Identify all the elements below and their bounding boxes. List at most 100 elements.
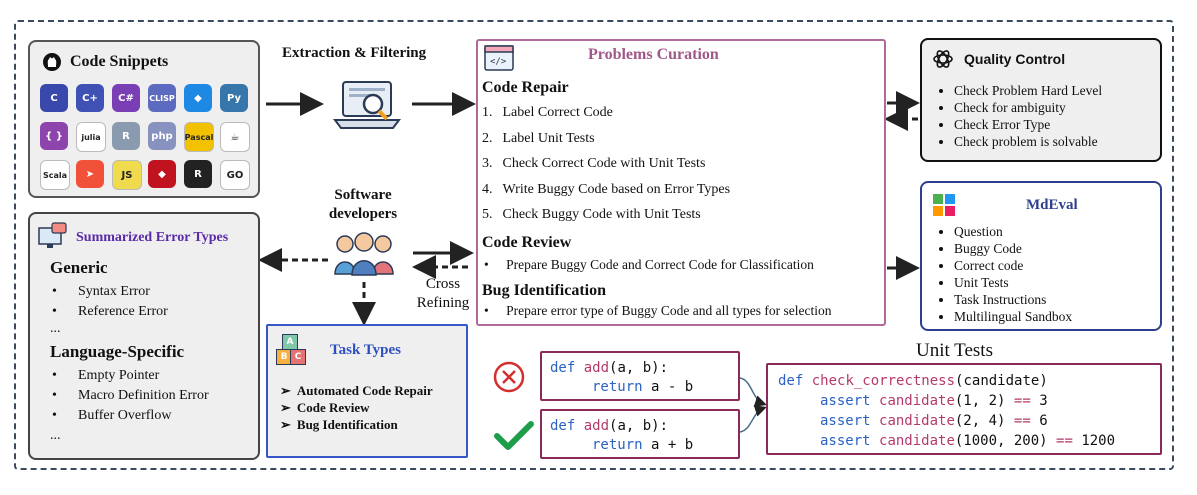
task-badge: A [282, 334, 298, 350]
clisp-icon: CLISP [148, 84, 176, 112]
cross-refining-line2: Refining [416, 295, 470, 311]
developers-label: Software developers [318, 186, 408, 224]
openai-icon [933, 50, 953, 68]
pascal-icon: Pascal [184, 122, 214, 152]
mdeval-item: Question [954, 223, 1072, 240]
arrow-correct-to-tests [739, 405, 767, 433]
assert-line: assert candidate(2, 4) == 6 [820, 413, 1048, 429]
code-repair-item: 2.Label Unit Tests [482, 130, 595, 146]
error-types-box: Summarized Error Types Generic •Syntax E… [28, 212, 260, 460]
c-icon: C [40, 84, 68, 112]
generic-heading: Generic [50, 258, 108, 277]
code-review-item: • Prepare Buggy Code and Correct Code fo… [484, 257, 814, 272]
cross-refining-label: Cross Refining [410, 275, 476, 313]
problems-curation-box: </> Problems Curation Code Repair 1.Labe… [476, 39, 886, 326]
unit-tests-box: def check_correctness(candidate) assert … [766, 363, 1162, 455]
developers-icon [334, 232, 394, 276]
generic-ellipsis: ... [50, 321, 61, 336]
puzzle-icon [933, 194, 955, 216]
problems-curation-title: Problems Curation [588, 46, 719, 63]
ruby-icon: ◆ [148, 160, 176, 188]
unit-tests-def-line: def check_correctness(candidate) [778, 373, 1048, 389]
monitor-chat-icon [38, 222, 67, 248]
developers-label-line2: developers [328, 206, 398, 222]
php-icon: php [148, 122, 176, 150]
mdeval-title: MdEval [1026, 197, 1078, 213]
mdeval-item: Buggy Code [954, 240, 1072, 257]
github-icon [43, 53, 61, 71]
rust-icon: R [184, 160, 212, 188]
buggy-code-box: def add(a, b): return a - b [540, 351, 740, 401]
correct-code-box: def add(a, b): return a + b [540, 409, 740, 459]
svg-text:</>: </> [490, 57, 507, 67]
quality-control-item: Check problem is solvable [954, 133, 1102, 150]
code-repair-item: 4.Write Buggy Code based on Error Types [482, 181, 731, 197]
mdeval-item: Correct code [954, 257, 1072, 274]
go-icon: GO [220, 160, 250, 190]
json-icon: { } [40, 122, 68, 150]
mdeval-item: Task Instructions [954, 291, 1072, 308]
task-types-list: ➢Automated Code Repair ➢Code Review ➢Bug I… [280, 382, 433, 433]
developers-label-line1: Software [334, 187, 392, 203]
specific-error-item: •Macro Definition Error [52, 388, 209, 403]
quality-control-item: Check Error Type [954, 116, 1102, 133]
task-type-item: ➢Automated Code Repair [280, 383, 433, 398]
task-types-title: Task Types [330, 342, 402, 358]
quality-control-title: Quality Control [964, 51, 1066, 67]
generic-error-list: •Syntax Error •Reference Error [52, 282, 168, 322]
dart-icon: ◆ [184, 84, 212, 112]
error-types-title: Summarized Error Types [76, 230, 229, 245]
julia-icon: julia [76, 122, 106, 152]
language-specific-heading: Language-Specific [50, 342, 185, 361]
java-icon: ☕ [220, 122, 250, 152]
mdeval-list: QuestionBuggy CodeCorrect codeUnit Tests… [936, 223, 1072, 325]
correct-check-icon [494, 421, 534, 450]
code-window-icon: </> [484, 45, 514, 71]
bug-identification-heading: Bug Identification [482, 282, 607, 299]
unit-tests-title: Unit Tests [916, 340, 993, 361]
mdeval-item: Unit Tests [954, 274, 1072, 291]
assert-line: assert candidate(1000, 200) == 1200 [820, 433, 1116, 449]
specific-error-item: •Buffer Overflow [52, 408, 172, 423]
quality-control-list: Check Problem Hard LevelCheck for ambigu… [936, 82, 1102, 150]
extraction-label: Extraction & Filtering [282, 45, 427, 61]
buggy-code-line1: def add(a, b): [550, 360, 669, 376]
quality-control-item: Check Problem Hard Level [954, 82, 1102, 99]
buggy-code-line2: return a - b [592, 379, 694, 395]
code-review-heading: Code Review [482, 234, 572, 251]
code-snippets-title: Code Snippets [70, 53, 169, 70]
code-review-text: Prepare Buggy Code and Correct Code for … [506, 257, 814, 272]
generic-error-item: •Reference Error [52, 304, 168, 319]
outer-dashed-frame [14, 20, 1174, 470]
bug-identification-text: Prepare error type of Buggy Code and all… [506, 303, 832, 318]
csharp-icon: C# [112, 84, 140, 112]
specific-ellipsis: ... [50, 428, 61, 443]
generic-error-item: •Syntax Error [52, 284, 150, 299]
swift-icon: ➤ [76, 160, 104, 188]
js-icon: JS [112, 160, 142, 190]
arrow-buggy-to-tests [739, 377, 767, 407]
task-badge: C [290, 349, 306, 365]
scala-icon: Scala [40, 160, 70, 190]
laptop-search-icon [333, 81, 401, 129]
bug-identification-item: • Prepare error type of Buggy Code and a… [484, 303, 832, 318]
code-repair-item: 1.Label Correct Code [482, 105, 613, 120]
code-repair-item: 5.Check Buggy Code with Unit Tests [482, 207, 701, 222]
code-repair-heading: Code Repair [482, 79, 569, 96]
task-type-item: ➢Bug Identification [280, 417, 398, 432]
mdeval-box: MdEval QuestionBuggy CodeCorrect codeUni… [920, 181, 1162, 331]
correct-code-line1: def add(a, b): [550, 418, 669, 434]
correct-code-line2: return a + b [592, 437, 694, 453]
cpp-icon: C+ [76, 84, 104, 112]
quality-control-item: Check for ambiguity [954, 99, 1102, 116]
quality-control-box: Quality Control Check Problem Hard Level… [920, 38, 1162, 162]
mdeval-item: Multilingual Sandbox [954, 308, 1072, 325]
specific-error-item: •Empty Pointer [52, 368, 160, 383]
task-type-item: ➢Code Review [280, 400, 370, 415]
specific-error-list: •Empty Pointer •Macro Definition Error •Bu… [52, 366, 209, 426]
